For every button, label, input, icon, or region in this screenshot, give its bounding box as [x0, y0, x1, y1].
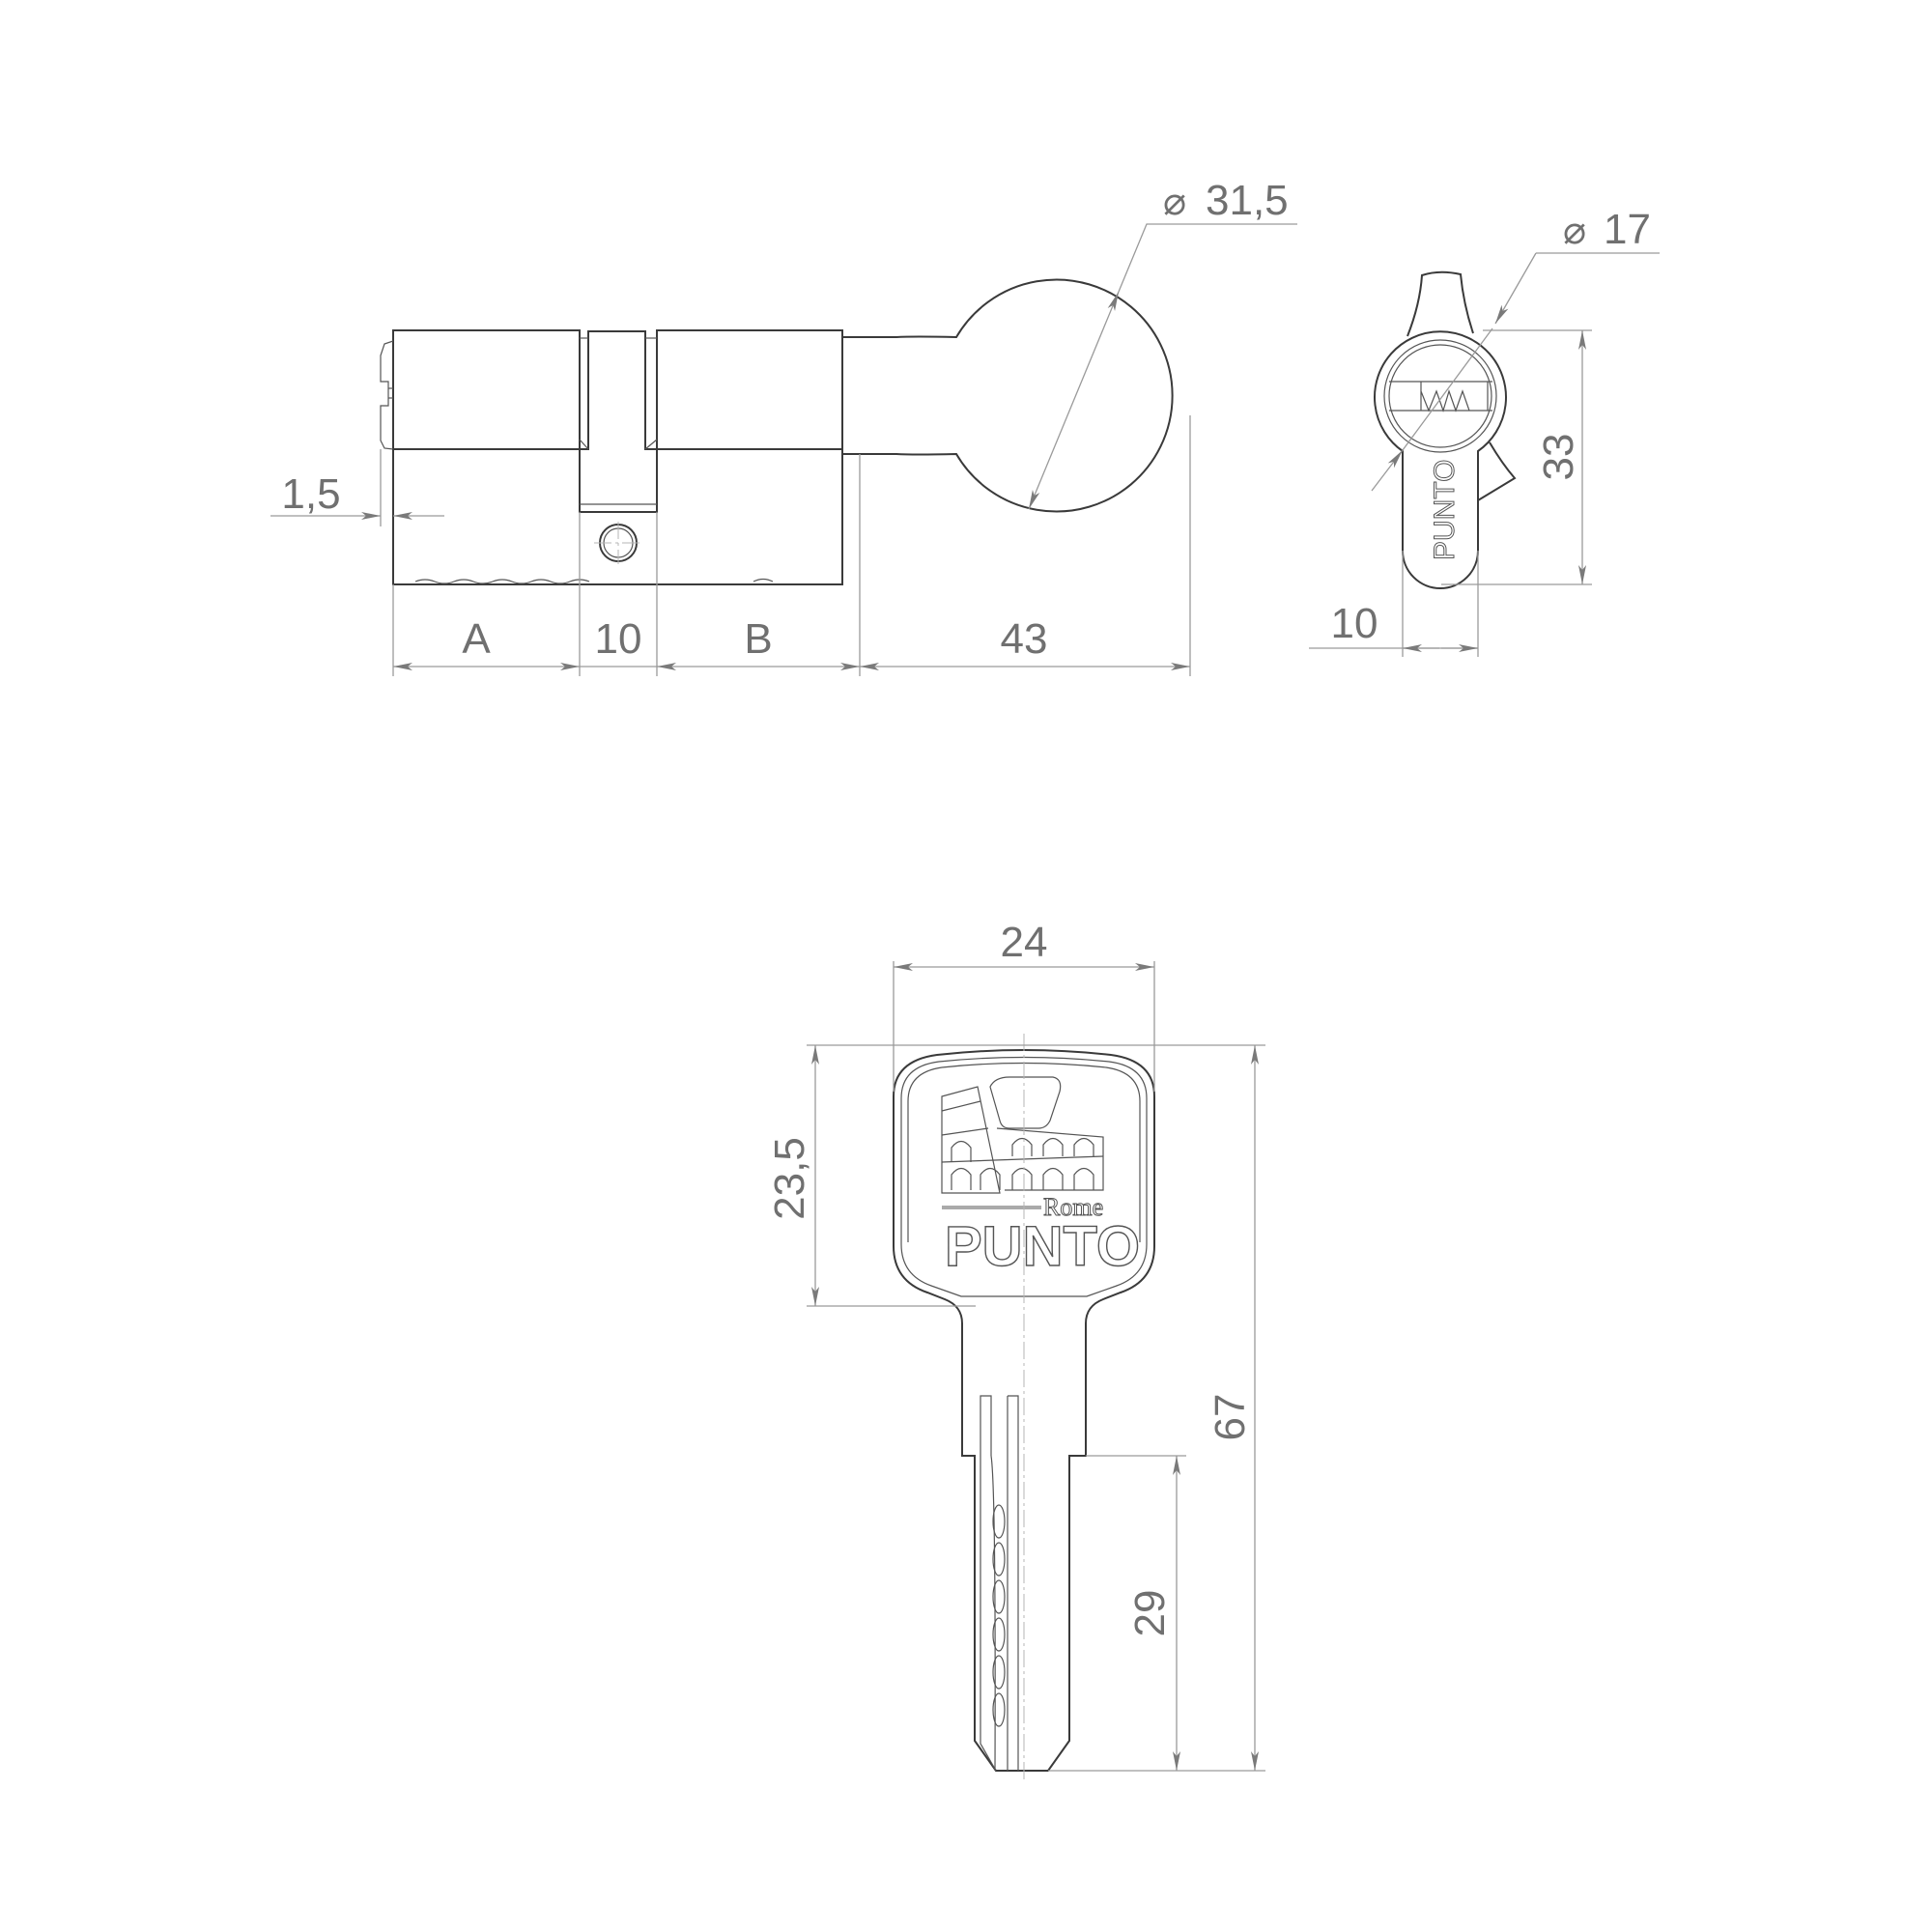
dim-label-bow-height: 23,5 — [766, 1137, 813, 1220]
thumb-turn-knob — [842, 278, 1174, 513]
dim-label-knob-diameter-symbol: ⌀ — [1163, 181, 1186, 223]
key-dimensions: 24 23,5 67 29 — [766, 919, 1265, 1772]
cylinder-front-view — [380, 278, 1174, 585]
cam — [579, 330, 658, 513]
side-view-dimensions: ⌀ 17 33 10 — [1309, 206, 1660, 657]
dim-label-height: 33 — [1535, 434, 1582, 481]
dim-label-cam-width: 10 — [595, 615, 642, 663]
dim-label-bow-width: 24 — [1001, 919, 1048, 966]
dim-label-ring-diameter: 17 — [1604, 206, 1651, 253]
key-view: Rome PUNTO — [893, 1034, 1155, 1782]
dim-label-offset: 1,5 — [281, 470, 340, 518]
dim-label-knob-length: 43 — [1001, 615, 1048, 663]
key-logo-city: Rome — [1043, 1193, 1103, 1221]
key-logo-brand: PUNTO — [945, 1215, 1140, 1278]
dim-label-blade-length: 29 — [1126, 1590, 1174, 1637]
cylinder-end-tabs — [380, 340, 394, 450]
dim-label-ring-diameter-symbol: ⌀ — [1563, 210, 1586, 252]
dim-label-b: B — [744, 615, 772, 663]
colosseum-logo-icon — [941, 1076, 1104, 1209]
dim-label-knob-diameter: 31,5 — [1206, 177, 1289, 224]
cam-tab-top — [1406, 270, 1474, 337]
side-brand-text: PUNTO — [1429, 460, 1461, 560]
dim-label-a: A — [462, 615, 491, 663]
keyway — [1389, 381, 1492, 412]
cylinder-left-barrel — [392, 329, 581, 450]
front-view-dimensions: A 10 B 43 1,5 ⌀ 31,5 — [270, 177, 1297, 676]
dim-label-width: 10 — [1331, 600, 1378, 647]
key-dimples — [992, 1504, 1006, 1727]
dim-label-total-length: 67 — [1207, 1394, 1254, 1441]
break-line — [414, 578, 774, 584]
cam-tab-side — [1477, 441, 1517, 501]
cylinder-side-view: PUNTO — [1374, 270, 1517, 589]
cylinder-right-barrel — [656, 329, 843, 450]
key-blade-grooves — [980, 1395, 1019, 1772]
key-blade — [961, 1323, 1087, 1772]
profile-outline — [1374, 330, 1507, 589]
